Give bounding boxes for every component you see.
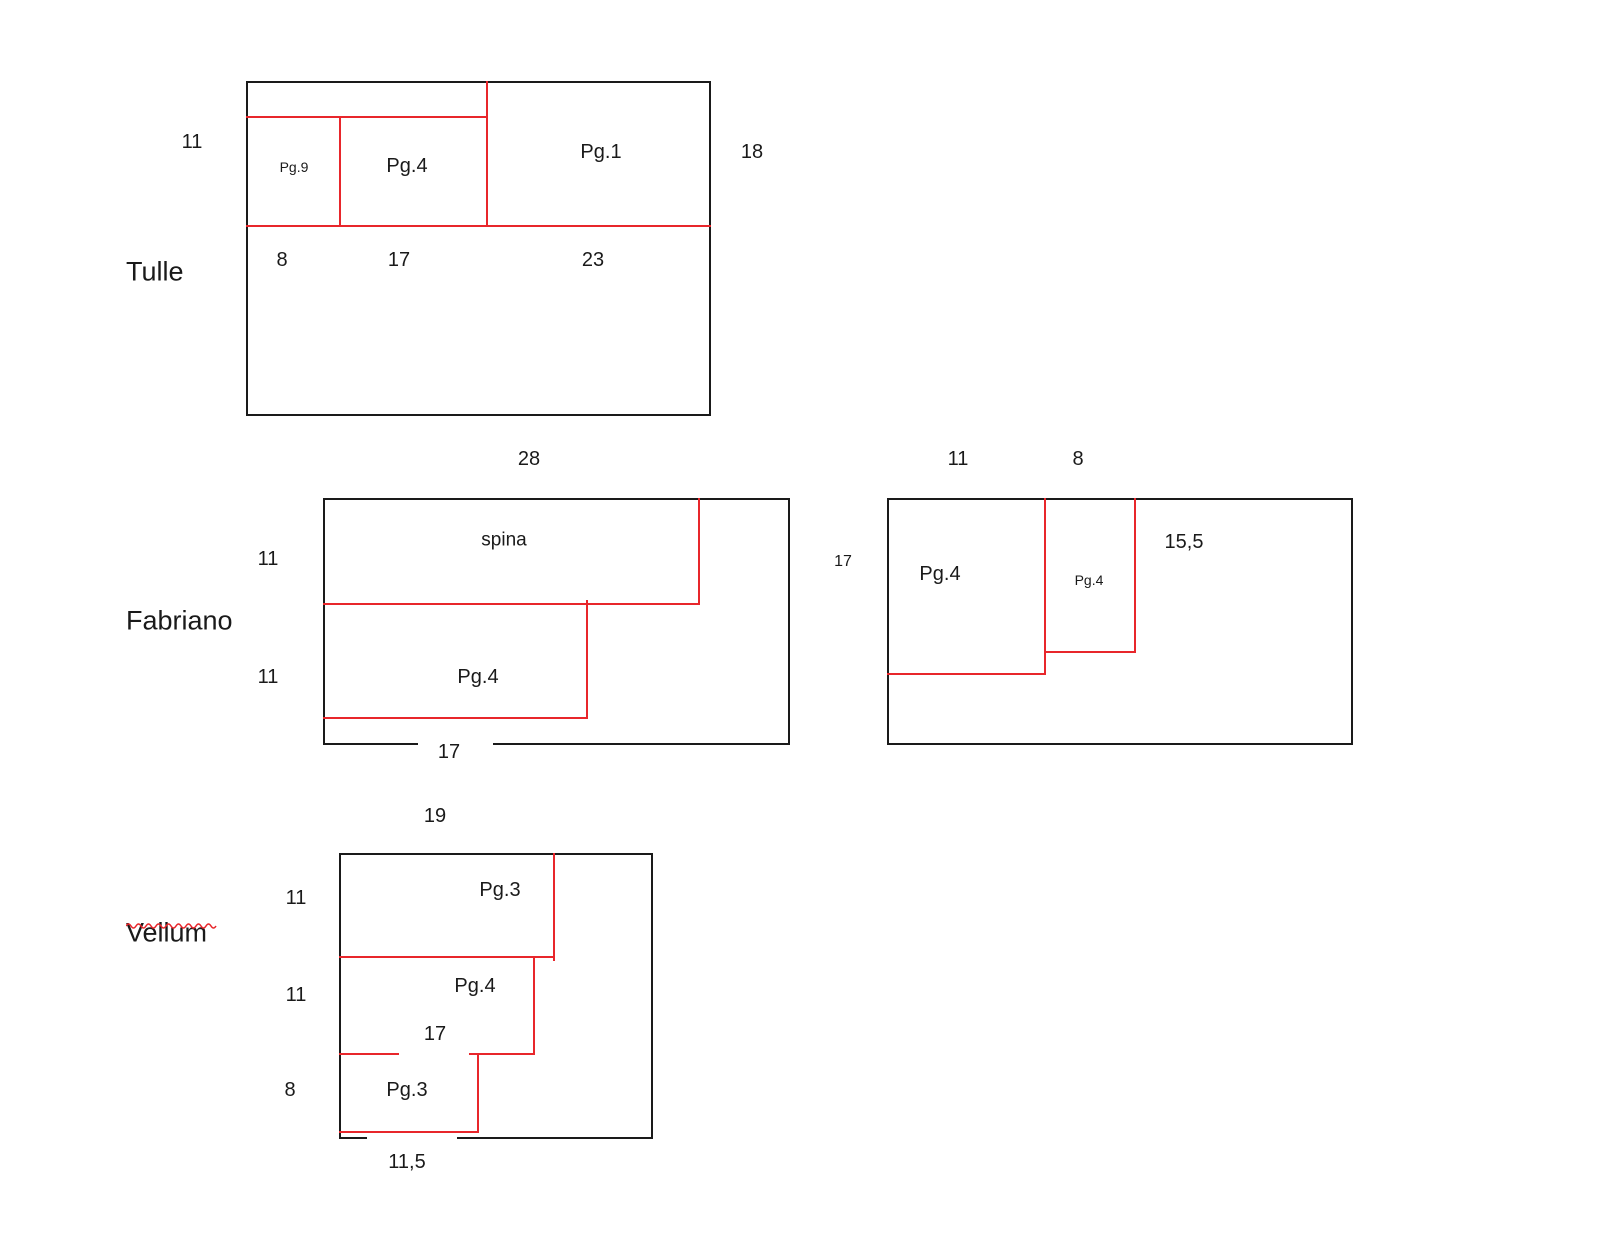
vellum-cut-h3	[339, 1131, 479, 1133]
vellum-sheet-bottom-gap	[367, 1135, 457, 1141]
vellum-cut-h1	[339, 956, 555, 958]
fabriano-b-dim-15-5: 15,5	[1164, 531, 1204, 553]
vellum-piece-pg4: Pg.4	[454, 975, 496, 997]
fabriano-a-pg4: Pg.4	[457, 666, 499, 688]
vellum-dim-mid: 17	[423, 1023, 447, 1045]
fabriano-a-cut-h1	[323, 603, 700, 605]
vellum-cut-h2-right	[469, 1053, 535, 1055]
fabriano-a-bottom-dim: 11	[257, 666, 279, 688]
tulle-dim-17: 17	[387, 249, 411, 271]
vellum-spellcheck-underline	[126, 923, 217, 929]
tulle-dim-23: 23	[581, 249, 605, 271]
vellum-dim-r1: 11	[285, 887, 307, 909]
vellum-cut-v3	[477, 1053, 479, 1133]
tulle-piece-pg1: Pg.1	[580, 141, 622, 163]
fabriano-b-cut-v1	[1044, 498, 1046, 675]
fabriano-sheet-a	[323, 498, 790, 745]
vellum-cut-v1	[553, 853, 555, 961]
vellum-width-dim: 19	[423, 805, 447, 827]
vellum-dim-r2: 11	[285, 984, 307, 1006]
tulle-cut-v1	[339, 116, 341, 226]
fabriano-b-pg4-small: Pg.4	[1074, 572, 1104, 588]
tulle-width-dim: 28	[517, 448, 541, 470]
fabriano-b-dim-17: 17	[834, 553, 852, 570]
fabriano-sheet-a-bottom-gap	[418, 741, 493, 747]
vellum-dim-r3: 8	[284, 1079, 296, 1101]
vellum-piece-pg3-bottom: Pg.3	[386, 1079, 428, 1101]
tulle-cut-top	[246, 116, 488, 118]
tulle-sheet	[246, 81, 711, 416]
fabriano-label: Fabriano	[126, 605, 233, 636]
tulle-dim-8: 8	[276, 249, 288, 271]
fabriano-b-dim-11: 11	[947, 448, 969, 470]
fabriano-b-cut-h2	[1044, 651, 1136, 653]
tulle-piece-pg9: Pg.9	[279, 159, 309, 175]
vellum-cut-h2-left	[339, 1053, 399, 1055]
vellum-dim-bottom: 11,5	[388, 1151, 426, 1173]
vellum-cut-v2	[533, 956, 535, 1055]
tulle-label: Tulle	[126, 256, 184, 287]
vellum-piece-pg3-top: Pg.3	[479, 879, 521, 901]
fabriano-b-cut-v2	[1134, 498, 1136, 653]
fabriano-a-width-dim: 17	[437, 741, 461, 763]
tulle-cut-v2	[486, 81, 488, 226]
tulle-left-dim: 11	[181, 131, 203, 153]
fabriano-sheet-b	[887, 498, 1353, 745]
fabriano-b-dim-8: 8	[1072, 448, 1084, 470]
fabriano-a-top-dim: 11	[257, 548, 279, 570]
fabriano-a-spina: spina	[481, 529, 527, 551]
fabriano-b-cut-h1	[887, 673, 1045, 675]
tulle-cut-bottom	[246, 225, 711, 227]
fabriano-a-cut-h2	[323, 717, 588, 719]
fabriano-b-pg4-large: Pg.4	[919, 563, 961, 585]
tulle-piece-pg4: Pg.4	[386, 155, 428, 177]
vellum-sheet	[339, 853, 653, 1139]
fabriano-a-cut-v1	[698, 498, 700, 605]
tulle-right-dim: 18	[740, 141, 764, 163]
fabriano-a-cut-v2	[586, 600, 588, 719]
